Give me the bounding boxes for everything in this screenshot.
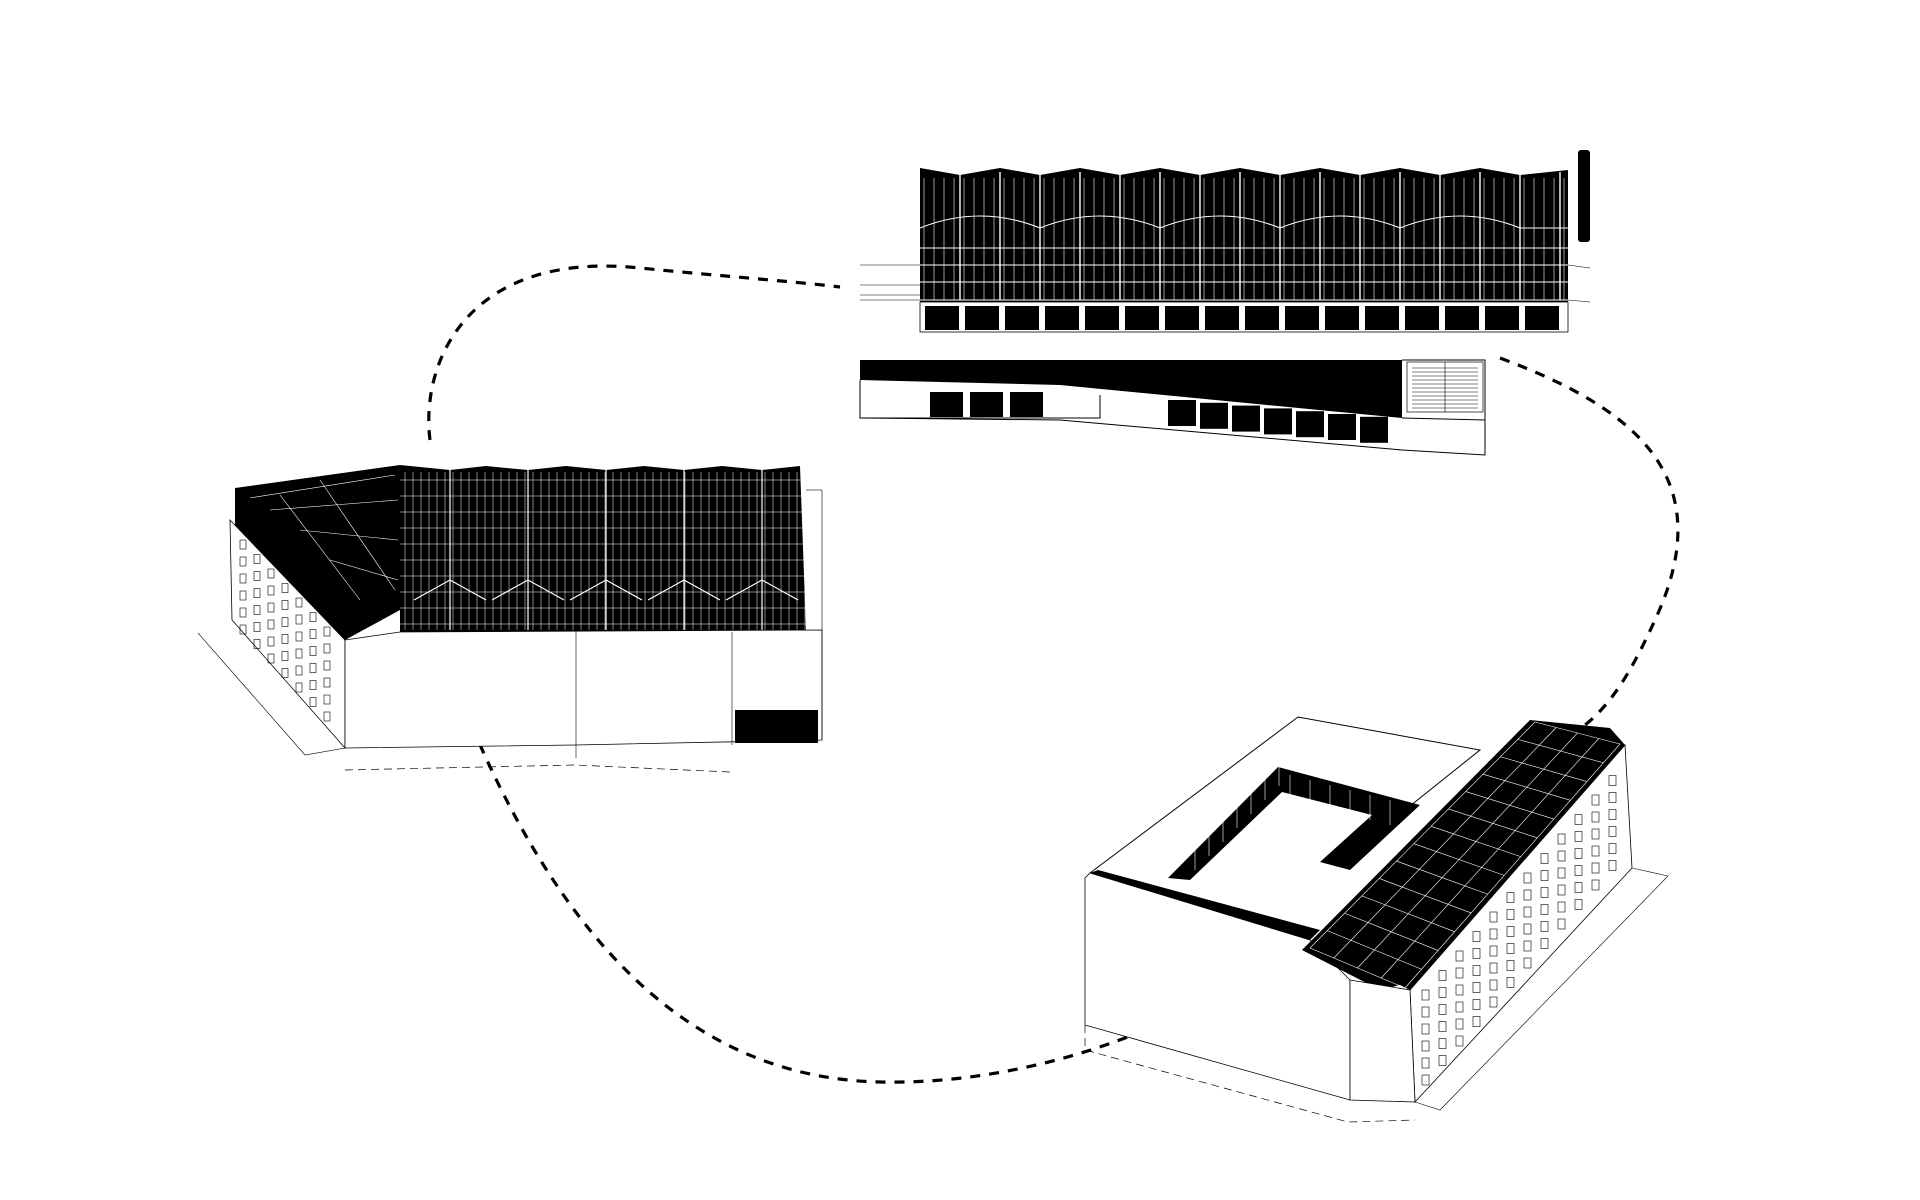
elevation-group bbox=[859, 150, 1591, 456]
connector-group bbox=[427, 264, 1680, 1084]
connector-left-to-elevation bbox=[427, 264, 841, 441]
connector-elevation-to-right bbox=[1499, 356, 1680, 727]
elevation-tower bbox=[1578, 150, 1590, 242]
right-courtyard-walls bbox=[1168, 767, 1420, 880]
connector-right-to-left bbox=[463, 709, 1229, 1084]
elevation-section-strip bbox=[860, 360, 1402, 418]
axonometric-left bbox=[197, 465, 823, 773]
right-parapet bbox=[1090, 870, 1320, 940]
left-sawtooth-facade bbox=[400, 465, 806, 632]
left-dark-panel bbox=[735, 710, 818, 743]
axonometric-right bbox=[1084, 716, 1669, 1123]
left-roof-slab bbox=[235, 465, 400, 640]
